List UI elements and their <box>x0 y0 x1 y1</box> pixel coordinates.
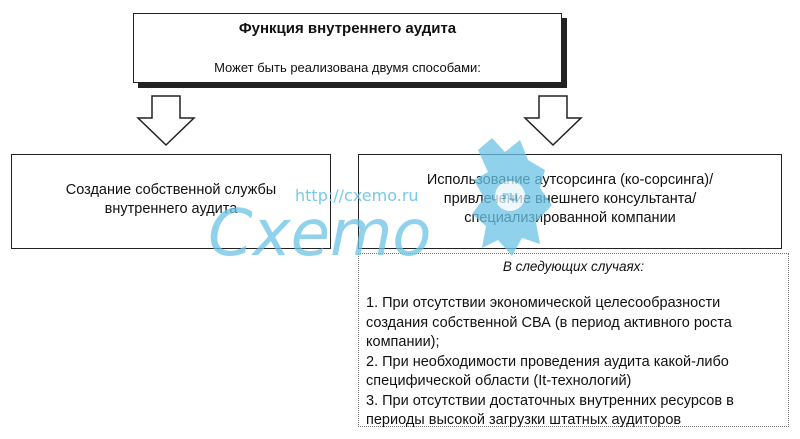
outsourcing-line: специализированной компании <box>464 210 676 226</box>
own-service-line: Создание собственной службы <box>65 182 277 198</box>
cases-line: 1. При отсутствии экономической целесооб… <box>366 295 721 311</box>
function-box: Функция внутреннего аудита Может быть ре… <box>133 13 562 83</box>
down-arrow-right-icon <box>523 95 583 147</box>
cases-line: 2. При необходимости проведения аудита к… <box>366 353 729 370</box>
outsourcing-line: Использование аутсорсинга (ко-сорсинга)/ <box>426 172 714 188</box>
cases-line: компании); <box>366 334 440 350</box>
outsourcing-line: привлечение внешнего консультанта/ <box>443 191 697 207</box>
cases-list: 1. При отсутствии экономической целесооб… <box>366 294 782 431</box>
outsourcing-box: Использование аутсорсинга (ко-сорсинга)/… <box>358 154 782 249</box>
cases-line: периоды высокой загрузки штатных аудитор… <box>366 412 682 428</box>
outsourcing-text: Использование аутсорсинга (ко-сорсинга)/… <box>369 171 771 228</box>
cases-box: В следующих случаях: 1. При отсутствии э… <box>358 253 789 428</box>
cases-title: В следующих случаях: <box>502 259 645 274</box>
down-arrow-left-icon <box>136 95 196 147</box>
diagram-title: Функция внутреннего аудита <box>238 20 457 37</box>
cases-line: создания собственной СВА (в период актив… <box>366 314 732 331</box>
own-service-text: Создание собственной службы внутреннего … <box>22 181 320 219</box>
own-service-line: внутреннего аудита <box>104 201 238 217</box>
diagram-subtitle: Может быть реализована двумя способами: <box>214 60 481 75</box>
cases-line: 3. При отсутствии достаточных внутренних… <box>366 392 734 409</box>
cases-line: специфической области (It-технологий) <box>366 373 632 389</box>
own-service-box: Создание собственной службы внутреннего … <box>11 154 331 249</box>
